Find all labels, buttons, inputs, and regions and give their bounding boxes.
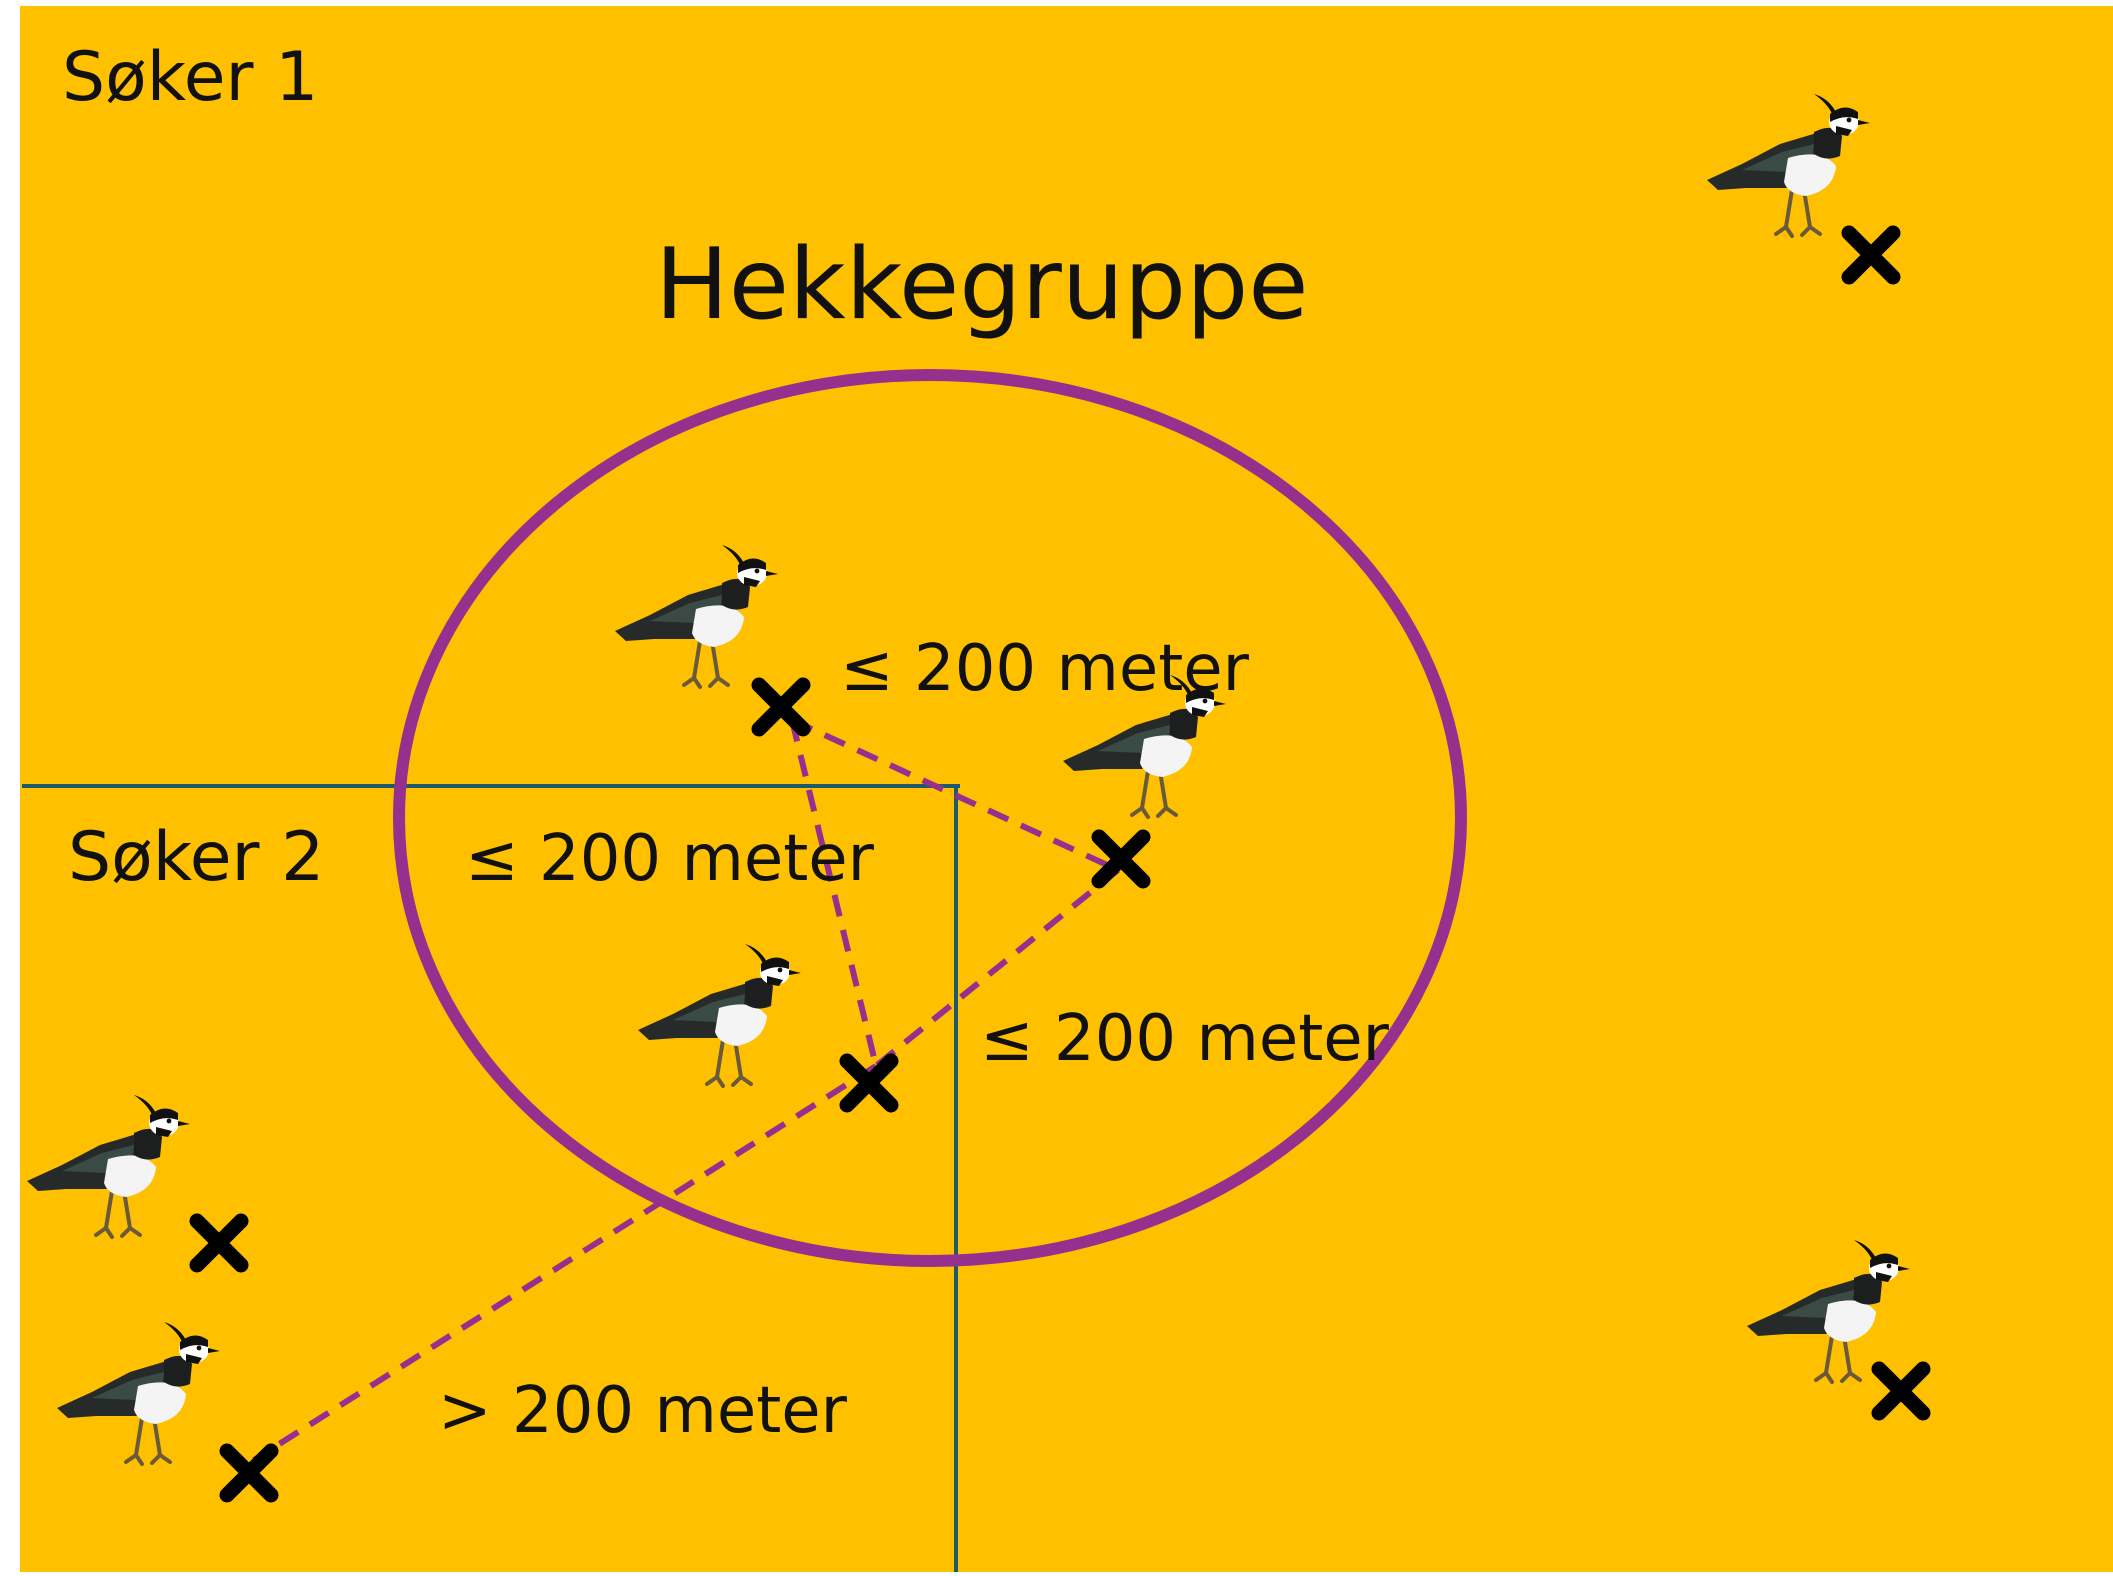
distance-lines [252, 717, 1120, 1463]
distance-label-right: ≤ 200 meter [980, 1002, 1390, 1076]
distance-line-right [874, 867, 1120, 1069]
distance-label-far: > 200 meter [438, 1374, 848, 1448]
distance-line-left [789, 719, 879, 1067]
distance-line-far [252, 1063, 878, 1463]
group-title: Hekkegruppe [655, 228, 1309, 342]
distance-label-top: ≤ 200 meter [840, 632, 1250, 706]
distance-line-top [790, 717, 1120, 873]
breeding-group-ring [393, 369, 1467, 1267]
searcher-2-label: Søker 2 [68, 818, 324, 897]
field-background [20, 6, 2113, 1572]
searcher-1-label: Søker 1 [62, 38, 318, 117]
distance-label-left: ≤ 200 meter [465, 822, 875, 896]
